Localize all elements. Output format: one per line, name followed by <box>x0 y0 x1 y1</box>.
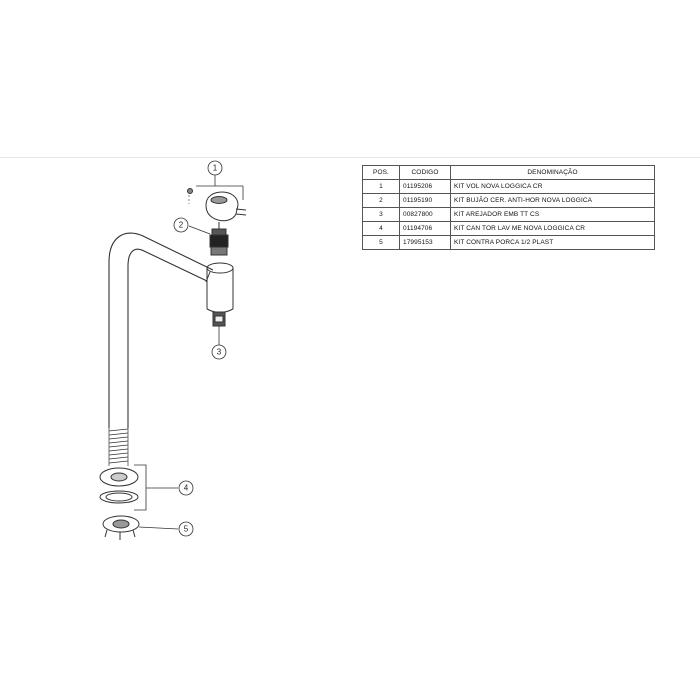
row-denomination: KIT AREJADOR EMB TT CS <box>450 207 655 222</box>
callout-5-number: 5 <box>184 525 189 534</box>
table-row: 5 17995153 KIT CONTRA PORCA 1/2 PLAST <box>362 235 655 250</box>
callout-4: 4 <box>178 480 194 496</box>
callout-2-number: 2 <box>179 221 184 230</box>
callout-3-number: 3 <box>217 348 222 357</box>
leader-lines <box>134 175 244 530</box>
row-code: 01195206 <box>399 179 451 194</box>
parts-list-table: POS. CODIGO DENOMINAÇÃO 1 01195206 KIT V… <box>362 165 655 250</box>
handle-part <box>187 188 247 222</box>
row-pos: 2 <box>362 193 400 208</box>
page-divider <box>0 157 700 158</box>
threaded-rod <box>108 428 129 466</box>
row-code: 17995153 <box>399 235 451 250</box>
row-denomination: KIT CAN TOR LAV ME NOVA LOGGICA CR <box>450 221 655 236</box>
row-code: 01194706 <box>399 221 451 236</box>
callout-1-number: 1 <box>213 164 218 173</box>
callout-3: 3 <box>211 344 227 360</box>
row-pos: 1 <box>362 179 400 194</box>
column-header-pos: POS. <box>362 165 400 180</box>
faucet-body <box>206 262 234 313</box>
spout-tube <box>108 232 214 428</box>
table-row: 3 00827800 KIT AREJADOR EMB TT CS <box>362 207 655 222</box>
callout-1: 1 <box>207 160 223 176</box>
washer-set <box>99 467 139 504</box>
row-denomination: KIT CONTRA PORCA 1/2 PLAST <box>450 235 655 250</box>
row-pos: 4 <box>362 221 400 236</box>
row-denomination: KIT VOL NOVA LOGGICA CR <box>450 179 655 194</box>
table-row: 1 01195206 KIT VOL NOVA LOGGICA CR <box>362 179 655 194</box>
row-code: 00827800 <box>399 207 451 222</box>
aerator-part <box>212 311 226 327</box>
lock-nut <box>102 515 140 540</box>
table-row: 2 01195190 KIT BUJÃO CER. ANTI-HOR NOVA … <box>362 193 655 208</box>
callout-2: 2 <box>173 217 189 233</box>
row-pos: 5 <box>362 235 400 250</box>
row-pos: 3 <box>362 207 400 222</box>
callout-4-number: 4 <box>184 484 189 493</box>
cartridge-part <box>209 222 229 256</box>
row-code: 01195190 <box>399 193 451 208</box>
table-row: 4 01194706 KIT CAN TOR LAV ME NOVA LOGGI… <box>362 221 655 236</box>
row-denomination: KIT BUJÃO CER. ANTI-HOR NOVA LOGGICA <box>450 193 655 208</box>
column-header-code: CODIGO <box>399 165 451 180</box>
callout-5: 5 <box>178 521 194 537</box>
column-header-denomination: DENOMINAÇÃO <box>450 165 655 180</box>
table-header-row: POS. CODIGO DENOMINAÇÃO <box>362 165 655 180</box>
